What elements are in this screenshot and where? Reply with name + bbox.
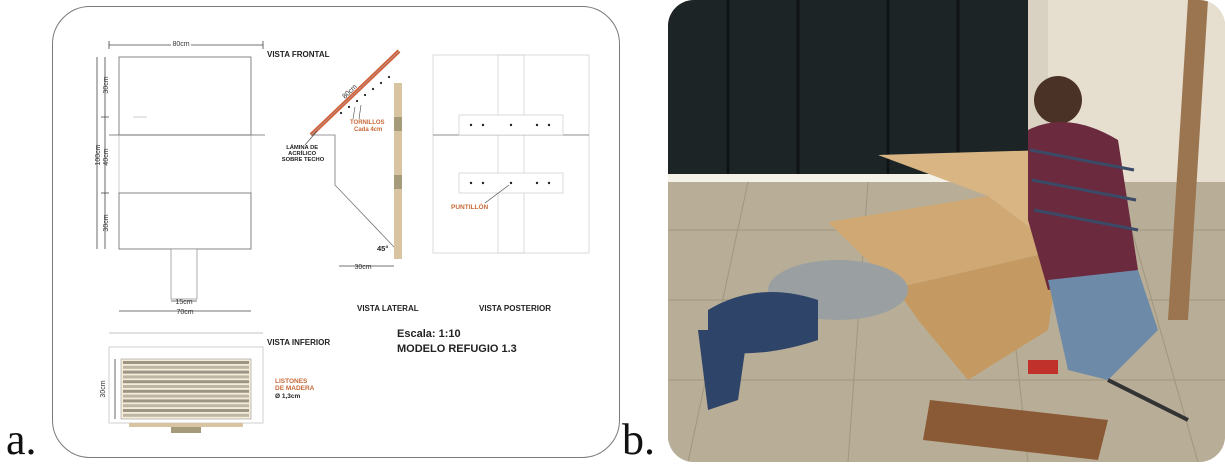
technical-drawing: 80cm 30cm 40cm 100cm 30cm 15cm 70cm VIST… (95, 38, 590, 433)
label-slats-diameter: Ø 1,3cm (275, 393, 301, 400)
wood-slat (123, 375, 249, 379)
caption-b: b. (622, 415, 655, 464)
wood-slat (123, 389, 249, 393)
wood-slat (123, 394, 249, 398)
dim-total: 100cm (95, 144, 102, 165)
side-view: 80cm 45° 30cm LÁMINA DE ACRÍLICO SOBRE T… (282, 49, 419, 313)
dim-angle: 45° (377, 244, 388, 253)
wood-slat (123, 380, 249, 384)
photo-illustration (668, 0, 1225, 462)
label-acrylic: LÁMINA DE ACRÍLICO SOBRE TECHO (282, 144, 325, 163)
label-front-view: VISTA FRONTAL (267, 50, 330, 59)
dim-bottom-depth: 30cm (100, 380, 107, 397)
label-screws: TORNILLOS Cada 4cm (350, 120, 386, 133)
model-label: MODELO REFUGIO 1.3 (397, 343, 517, 355)
dim-h1: 30cm (103, 76, 110, 93)
technical-drawing-panel: 80cm 30cm 40cm 100cm 30cm 15cm 70cm VIST… (52, 6, 620, 458)
label-side-view: VISTA LATERAL (357, 304, 419, 313)
bottom-view: 30cm LISTONES DE MADERA Ø 1,3cm VISTA IN… (100, 332, 330, 433)
wood-slat (123, 409, 249, 412)
rear-view: PUNTILLÓN VISTA POSTERIOR (432, 54, 590, 313)
label-bottom-view: VISTA INFERIOR (267, 338, 330, 347)
dim-h3: 30cm (103, 214, 110, 231)
dim-leg: 15cm (175, 299, 192, 306)
wood-slat (123, 399, 249, 403)
wood-slat (123, 361, 249, 364)
dim-depth: 30cm (354, 264, 371, 271)
label-rear-view: VISTA POSTERIOR (479, 304, 551, 313)
wood-slats (123, 361, 249, 417)
wood-slat (123, 404, 249, 408)
wood-slat (123, 413, 249, 417)
caption-a: a. (6, 415, 37, 464)
workshop-photo (668, 0, 1225, 462)
wood-slat (123, 370, 249, 374)
label-slats: LISTONES DE MADERA (275, 378, 315, 392)
scale-label: Escala: 1:10 (397, 328, 461, 340)
wood-slat (123, 365, 249, 369)
front-view: 80cm 30cm 40cm 100cm 30cm 15cm 70cm VIST… (95, 38, 330, 316)
dim-h2: 40cm (103, 148, 110, 165)
dim-width-bottom: 70cm (176, 309, 193, 316)
dim-width-top: 80cm (172, 41, 189, 48)
wood-slat (123, 385, 249, 388)
label-nails: PUNTILLÓN (451, 202, 488, 211)
